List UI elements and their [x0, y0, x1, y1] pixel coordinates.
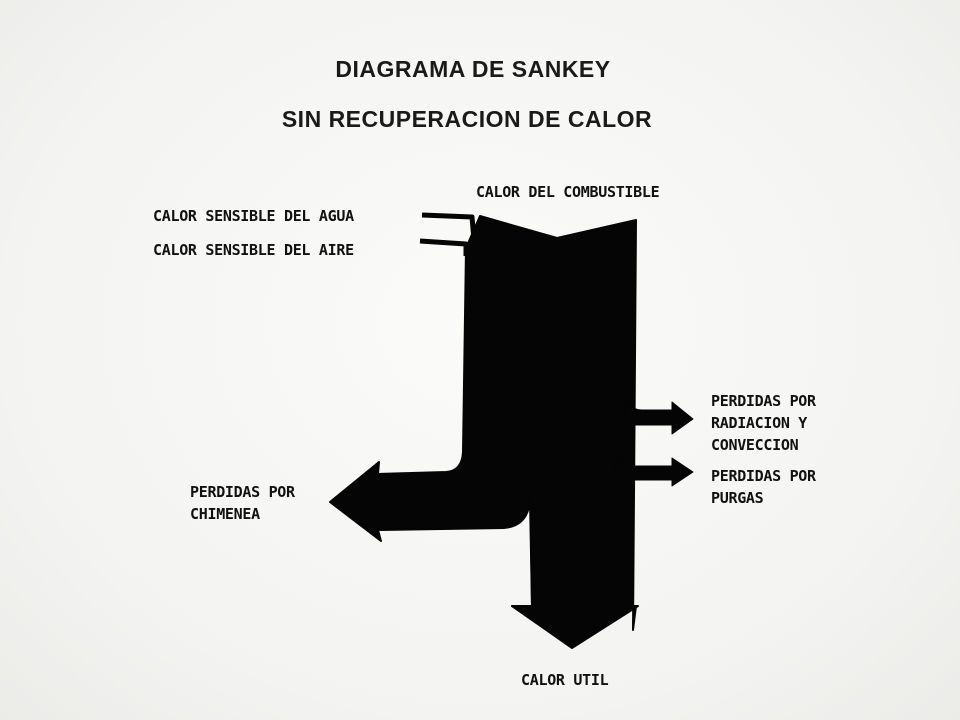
water-inflow-line: [421, 212, 477, 241]
chimney-loss-label-line: CHIMENEA: [190, 505, 260, 523]
purge-loss-label: PERDIDAS POR PURGAS: [711, 465, 816, 509]
useful-heat-label: CALOR UTIL: [521, 671, 609, 689]
radiation-loss-label-line: RADIACION Y: [711, 414, 808, 432]
radiation-loss-label: PERDIDAS POR RADIACION Y CONVECCION: [711, 390, 816, 456]
diagram-title: DIAGRAMA DE SANKEY: [335, 56, 611, 82]
air-sensible-heat-label: CALOR SENSIBLE DEL AIRE: [153, 241, 354, 259]
purge-loss-label-line: PERDIDAS POR: [711, 467, 816, 485]
radiation-loss-label-line: CONVECCION: [711, 436, 799, 454]
purge-loss-arrow: [614, 454, 694, 487]
fuel-heat-label: CALOR DEL COMBUSTIBLE: [476, 183, 660, 201]
water-sensible-heat-label: CALOR SENSIBLE DEL AGUA: [153, 207, 354, 225]
radiation-loss-arrow: [624, 397, 694, 435]
chimney-loss-label: PERDIDAS POR CHIMENEA: [190, 481, 295, 525]
air-inflow-line: [419, 238, 469, 256]
radiation-loss-label-line: PERDIDAS POR: [711, 392, 816, 410]
useful-heat-arrow: [511, 469, 639, 649]
diagram-subtitle: SIN RECUPERACION DE CALOR: [281, 106, 653, 132]
chimney-loss-label-line: PERDIDAS POR: [190, 483, 295, 501]
main-flow-right: [600, 220, 636, 470]
purge-loss-label-line: PURGAS: [711, 489, 764, 507]
